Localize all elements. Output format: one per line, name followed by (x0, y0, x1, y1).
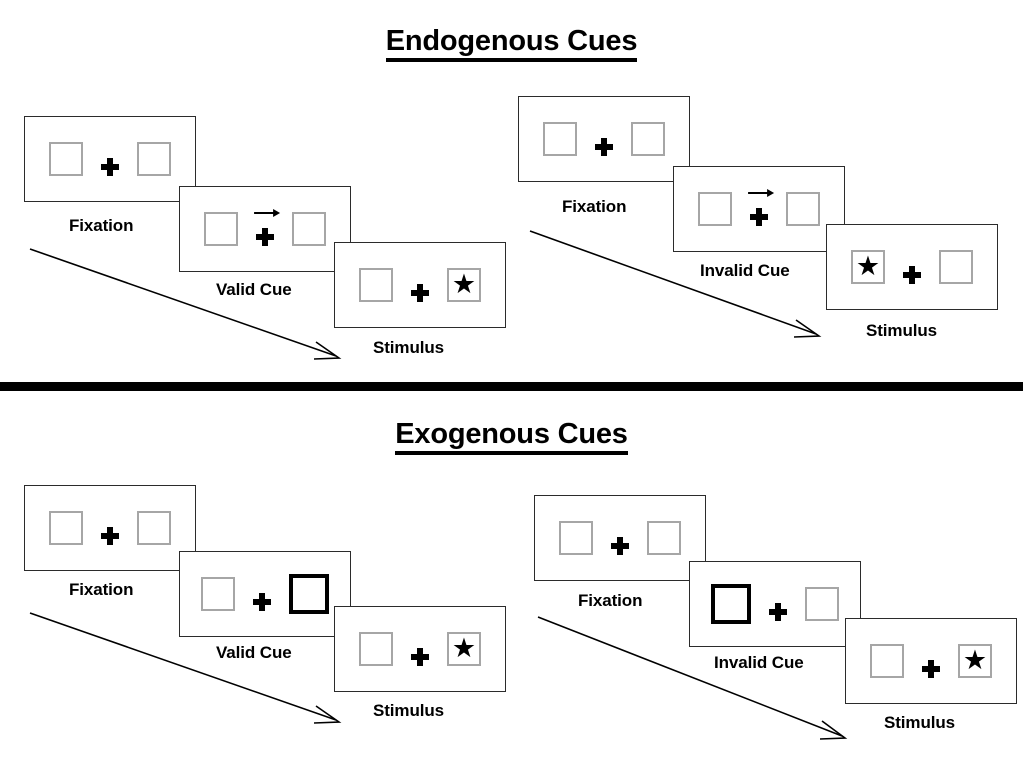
left-placeholder-box (49, 511, 83, 545)
left-placeholder-box (543, 122, 577, 156)
right-target-box: ★ (447, 632, 481, 666)
panel-endogenous-invalid-cue (673, 166, 845, 252)
fixation-center-column (411, 268, 429, 302)
star-target-icon: ★ (451, 632, 477, 663)
fixation-center-column (253, 577, 271, 611)
panel-endogenous-valid-fixation (24, 116, 196, 202)
right-cued-box (289, 574, 329, 614)
left-placeholder-box (359, 268, 393, 302)
left-placeholder-box (204, 212, 238, 246)
fixation-cross-icon (922, 660, 940, 678)
left-placeholder-box (201, 577, 235, 611)
panel-exogenous-invalid-stimulus: ★ (845, 618, 1017, 704)
right-placeholder-box (137, 142, 171, 176)
star-target-icon: ★ (962, 644, 988, 675)
fixation-center-column (903, 250, 921, 284)
right-placeholder-box (939, 250, 973, 284)
fixation-cross-icon (611, 537, 629, 555)
panel-endogenous-invalid-stimulus: ★ (826, 224, 998, 310)
section-title-endogenous: Endogenous Cues (0, 25, 1023, 62)
left-placeholder-box (698, 192, 732, 226)
fixation-cross-icon (256, 228, 274, 246)
panel-exogenous-invalid-cue (689, 561, 861, 647)
caption-endogenous-valid-fixation: Fixation (69, 216, 134, 235)
fixation-center-column (101, 511, 119, 545)
section-divider (0, 382, 1023, 391)
right-target-box: ★ (958, 644, 992, 678)
fixation-center-column (769, 587, 787, 621)
fixation-cross-icon (769, 603, 787, 621)
right-placeholder-box (786, 192, 820, 226)
left-target-box: ★ (851, 250, 885, 284)
fixation-cross-icon (101, 527, 119, 545)
left-placeholder-box (870, 644, 904, 678)
caption-exogenous-valid-stimulus: Stimulus (373, 701, 444, 720)
cue-center-column (254, 209, 281, 246)
fixation-cross-icon (903, 266, 921, 284)
fixation-cross-icon (411, 284, 429, 302)
left-placeholder-box (49, 142, 83, 176)
right-placeholder-box (631, 122, 665, 156)
panel-exogenous-valid-cue (179, 551, 351, 637)
right-target-box: ★ (447, 268, 481, 302)
fixation-cross-icon (411, 648, 429, 666)
caption-exogenous-valid-cue: Valid Cue (216, 643, 292, 662)
caption-exogenous-invalid-cue: Invalid Cue (714, 653, 804, 672)
right-placeholder-box (805, 587, 839, 621)
right-placeholder-box (292, 212, 326, 246)
panel-exogenous-valid-fixation (24, 485, 196, 571)
section-title-endogenous-text: Endogenous Cues (385, 25, 637, 62)
fixation-center-column (922, 644, 940, 678)
caption-exogenous-invalid-stimulus: Stimulus (884, 713, 955, 732)
panel-exogenous-invalid-fixation (534, 495, 706, 581)
right-placeholder-box (137, 511, 171, 545)
caption-endogenous-invalid-fixation: Fixation (562, 197, 627, 216)
caption-endogenous-invalid-cue: Invalid Cue (700, 261, 790, 280)
fixation-center-column (595, 122, 613, 156)
caption-endogenous-invalid-stimulus: Stimulus (866, 321, 937, 340)
fixation-cross-icon (253, 593, 271, 611)
caption-endogenous-valid-cue: Valid Cue (216, 280, 292, 299)
arrow-right-cue-icon (254, 209, 281, 218)
fixation-cross-icon (750, 208, 768, 226)
section-title-exogenous-text: Exogenous Cues (395, 418, 628, 455)
section-title-exogenous: Exogenous Cues (0, 418, 1023, 455)
fixation-center-column (101, 142, 119, 176)
panel-exogenous-valid-stimulus: ★ (334, 606, 506, 692)
fixation-cross-icon (595, 138, 613, 156)
panel-endogenous-valid-cue (179, 186, 351, 272)
cue-center-column (748, 189, 775, 226)
panel-endogenous-valid-stimulus: ★ (334, 242, 506, 328)
caption-exogenous-invalid-fixation: Fixation (578, 591, 643, 610)
panel-endogenous-invalid-fixation (518, 96, 690, 182)
fixation-center-column (411, 632, 429, 666)
left-placeholder-box (559, 521, 593, 555)
star-target-icon: ★ (451, 268, 477, 299)
fixation-cross-icon (101, 158, 119, 176)
fixation-center-column (611, 521, 629, 555)
caption-exogenous-valid-fixation: Fixation (69, 580, 134, 599)
left-placeholder-box (359, 632, 393, 666)
right-placeholder-box (647, 521, 681, 555)
caption-endogenous-valid-stimulus: Stimulus (373, 338, 444, 357)
star-target-icon: ★ (855, 250, 881, 281)
arrow-right-cue-icon (748, 189, 775, 198)
left-cued-box (711, 584, 751, 624)
